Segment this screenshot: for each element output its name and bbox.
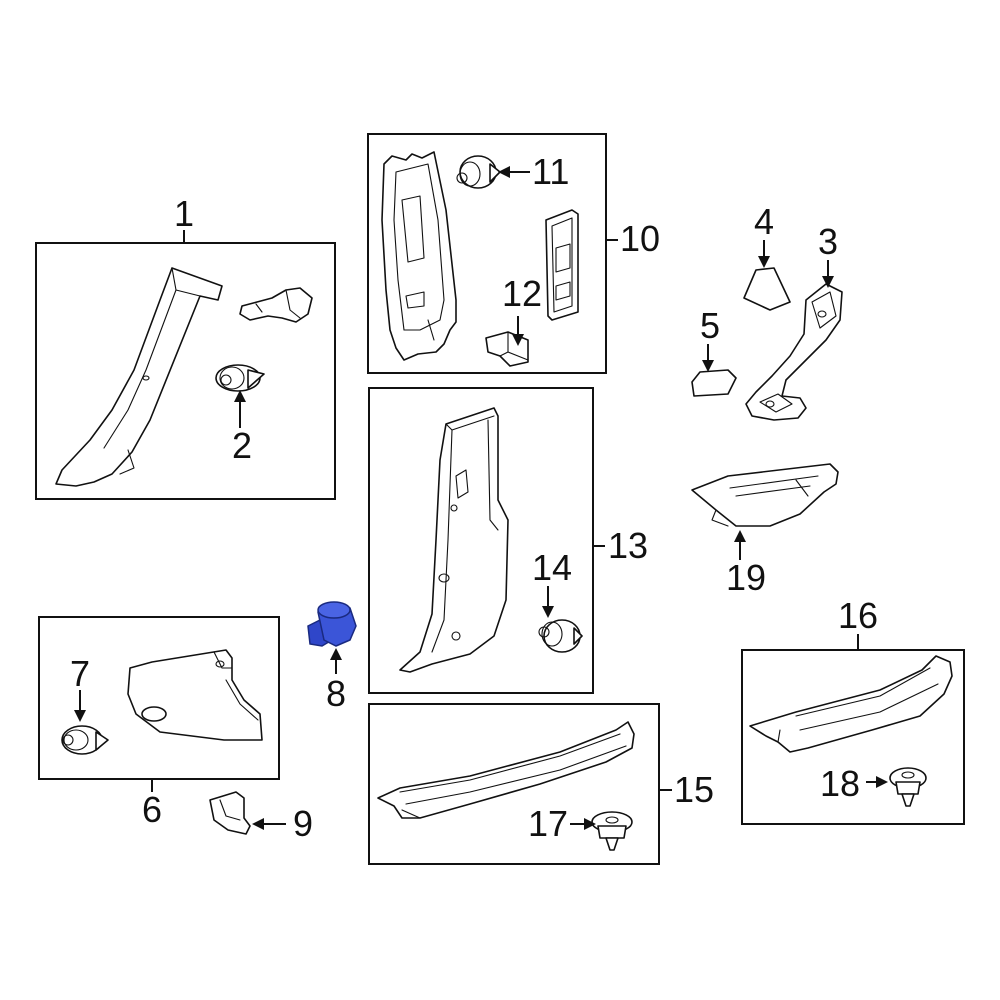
b-pillar-upper-trim[interactable] bbox=[381, 151, 457, 361]
part-17-clip[interactable] bbox=[591, 811, 633, 851]
callout-17[interactable]: 17 bbox=[528, 803, 568, 844]
callout-19[interactable]: 19 bbox=[726, 557, 766, 598]
part-4-cover[interactable] bbox=[743, 267, 791, 311]
part-5-cover[interactable] bbox=[691, 369, 737, 397]
group-box-16 bbox=[741, 649, 965, 825]
callout-15[interactable]: 15 bbox=[674, 769, 714, 810]
b-pillar-lower-trim[interactable] bbox=[399, 407, 509, 673]
part-16-rear-scuff-plate[interactable] bbox=[749, 655, 953, 753]
group-box-15 bbox=[368, 703, 660, 865]
callout-14[interactable]: 14 bbox=[532, 547, 572, 588]
part-14-clip[interactable] bbox=[538, 619, 583, 653]
callout-5[interactable]: 5 bbox=[700, 305, 720, 346]
a-pillar-trim[interactable] bbox=[55, 267, 223, 487]
callout-18[interactable]: 18 bbox=[820, 763, 860, 804]
callout-12[interactable]: 12 bbox=[502, 273, 542, 314]
group-box-6 bbox=[38, 616, 280, 780]
part-18-clip[interactable] bbox=[889, 767, 927, 807]
callout-10[interactable]: 10 bbox=[620, 218, 660, 259]
callout-7[interactable]: 7 bbox=[70, 653, 90, 694]
part-19-sill-piece[interactable] bbox=[691, 463, 839, 527]
callout-16[interactable]: 16 bbox=[838, 595, 878, 636]
callout-3[interactable]: 3 bbox=[818, 221, 838, 262]
a-pillar-clip-bracket[interactable] bbox=[239, 287, 313, 323]
b-pillar-upper-panel[interactable] bbox=[545, 209, 579, 321]
group-box-10 bbox=[367, 133, 607, 374]
callout-9[interactable]: 9 bbox=[293, 803, 313, 844]
group-box-1 bbox=[35, 242, 336, 500]
callout-4[interactable]: 4 bbox=[754, 201, 774, 242]
callout-1[interactable]: 1 bbox=[174, 193, 194, 234]
part-2-clip[interactable] bbox=[215, 364, 265, 392]
callout-2[interactable]: 2 bbox=[232, 425, 252, 466]
part-6-cowl-trim[interactable] bbox=[127, 649, 263, 741]
part-15-front-scuff-plate[interactable] bbox=[377, 721, 635, 819]
part-7-clip[interactable] bbox=[61, 725, 109, 755]
callout-8[interactable]: 8 bbox=[326, 673, 346, 714]
part-11-clip[interactable] bbox=[456, 155, 501, 189]
callout-11[interactable]: 11 bbox=[532, 151, 569, 192]
callout-13[interactable]: 13 bbox=[608, 525, 648, 566]
part-9-clip[interactable] bbox=[209, 791, 251, 835]
group-box-13 bbox=[368, 387, 594, 694]
part-3-grab-handle[interactable] bbox=[745, 283, 843, 421]
part-8-bumper[interactable] bbox=[307, 601, 357, 647]
callout-6[interactable]: 6 bbox=[142, 789, 162, 830]
